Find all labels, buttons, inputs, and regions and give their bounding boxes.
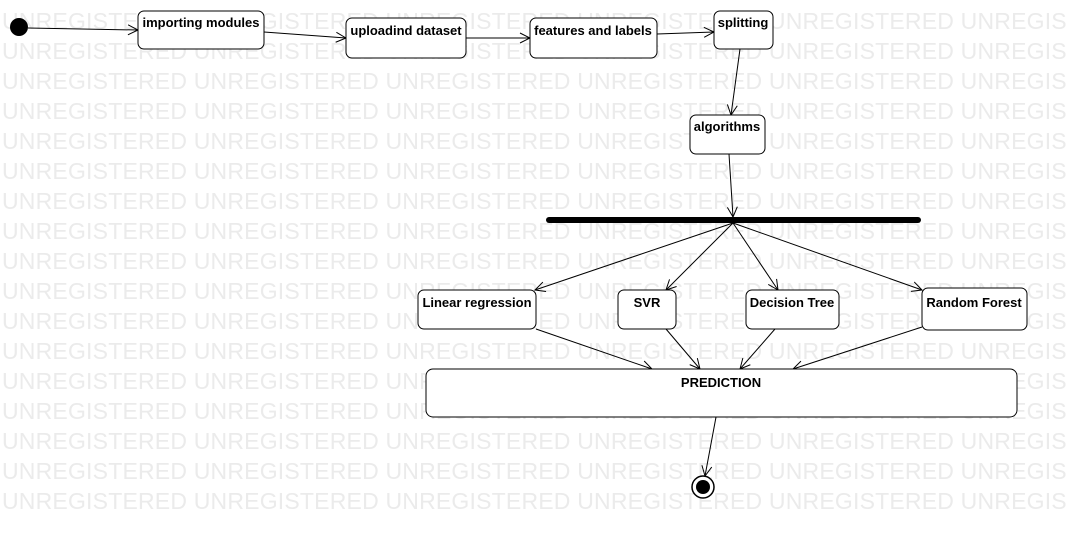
node-label: algorithms bbox=[694, 119, 760, 134]
node-linear-regression: Linear regression bbox=[417, 289, 537, 330]
node-importing-modules: importing modules bbox=[137, 10, 265, 50]
edge-svr-prediction bbox=[665, 328, 700, 369]
edge-fork-dtree bbox=[732, 222, 778, 290]
node-label: Linear regression bbox=[422, 295, 531, 310]
fork-bar bbox=[546, 217, 921, 223]
edge-rforest-prediction bbox=[793, 326, 923, 369]
edges bbox=[27, 28, 923, 476]
node-splitting: splitting bbox=[713, 10, 774, 50]
node-label: features and labels bbox=[534, 23, 652, 38]
node-random-forest: Random Forest bbox=[921, 287, 1028, 331]
node-svr: SVR bbox=[617, 289, 677, 330]
initial-node bbox=[10, 18, 28, 36]
edge-dtree-prediction bbox=[740, 328, 776, 369]
edge-prediction-end bbox=[705, 416, 717, 476]
edge-splitting-algorithms bbox=[731, 48, 741, 115]
edge-features-splitting bbox=[656, 32, 714, 34]
node-uploading-dataset: uploadind dataset bbox=[345, 17, 467, 59]
node-label: Random Forest bbox=[926, 295, 1022, 310]
edge-linear-prediction bbox=[535, 328, 652, 369]
node-label: Decision Tree bbox=[750, 295, 835, 310]
node-label: uploadind dataset bbox=[350, 23, 462, 38]
node-prediction: PREDICTION bbox=[425, 368, 1018, 418]
node-label: importing modules bbox=[143, 15, 260, 30]
edge-algorithms-fork bbox=[729, 153, 733, 217]
edge-fork-svr bbox=[666, 222, 734, 290]
node-features-and-labels: features and labels bbox=[529, 17, 658, 59]
node-label: PREDICTION bbox=[681, 375, 761, 390]
edge-importing-uploading bbox=[263, 31, 346, 38]
final-node bbox=[691, 475, 715, 499]
edge-fork-rforest bbox=[732, 222, 922, 290]
node-algorithms: algorithms bbox=[689, 114, 766, 155]
edge-start-importing bbox=[27, 28, 138, 30]
node-decision-tree: Decision Tree bbox=[745, 289, 840, 330]
edge-fork-linear bbox=[535, 222, 734, 290]
node-label: SVR bbox=[634, 295, 661, 310]
node-label: splitting bbox=[718, 15, 769, 30]
